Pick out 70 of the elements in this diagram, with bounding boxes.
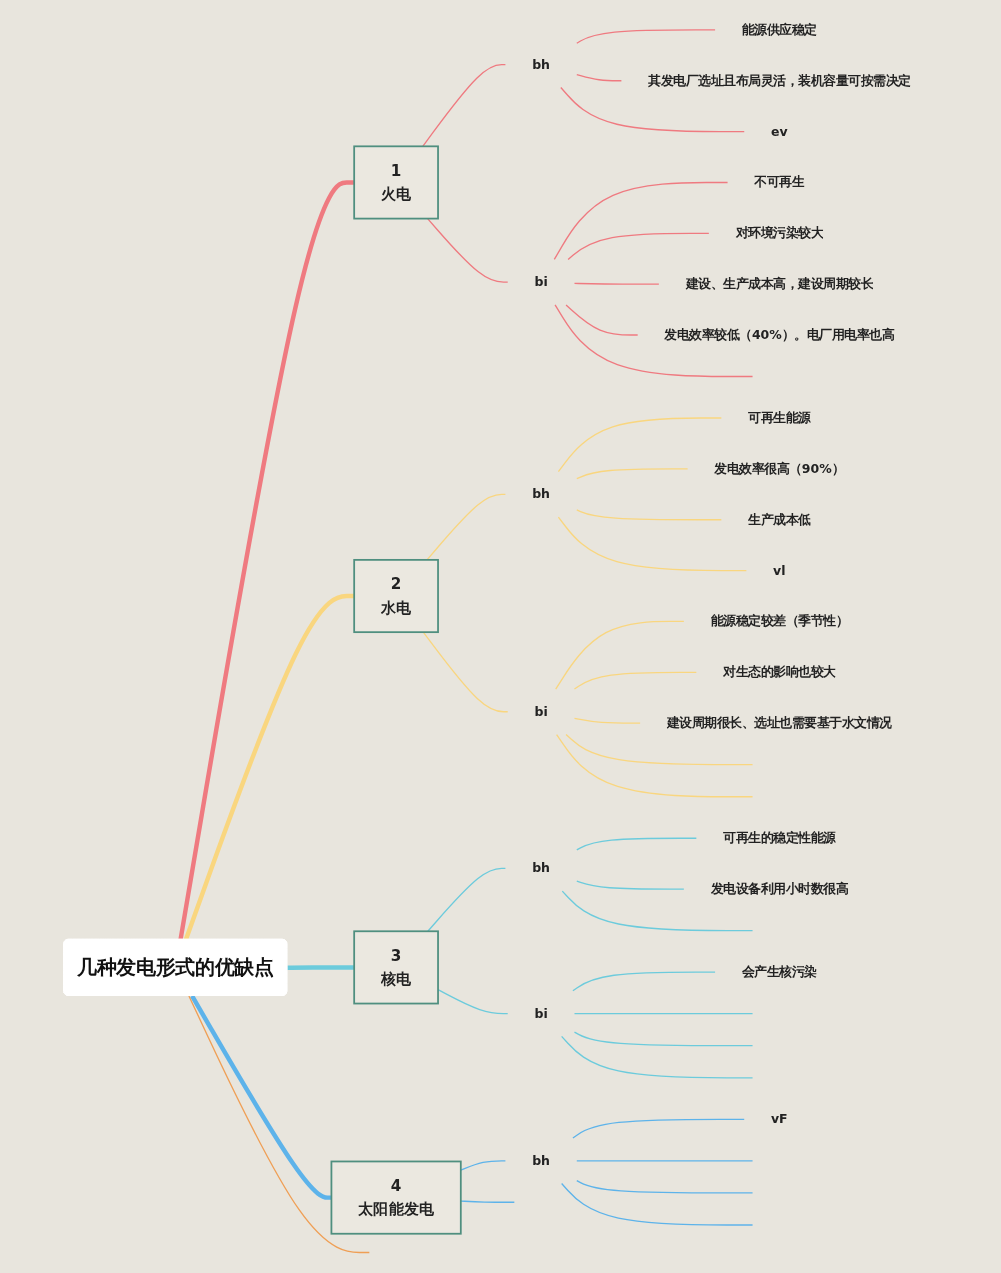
central-topic: 几种发电形式的优缺点 xyxy=(63,938,288,996)
branch-text: bh xyxy=(532,57,550,72)
branch-text: 不可再生 xyxy=(754,174,805,190)
topic-box: 4 太阳能发电 xyxy=(330,1160,462,1235)
branch-line xyxy=(553,181,729,261)
branch-line xyxy=(555,733,754,798)
branch-text: 其发电厂选址且布局灵活，装机容量可按需决定 xyxy=(648,73,911,88)
branch-line xyxy=(554,304,754,378)
branch-text: bi xyxy=(534,1006,548,1021)
branch-text: 建设、生产成本高，建设周期较长 xyxy=(685,276,873,291)
branch-line xyxy=(565,733,754,766)
branch-text: 生产成本低 xyxy=(748,512,811,527)
topic-box: 2 水电 xyxy=(353,559,439,634)
branch-line xyxy=(460,1200,515,1203)
branch-text: 能源稳定较差（季节性） xyxy=(710,613,849,629)
branch-line xyxy=(557,516,747,572)
branch-line xyxy=(426,493,507,561)
branch-line xyxy=(190,994,332,1200)
branch-text: 能源供应稳定 xyxy=(741,22,817,37)
branch-line xyxy=(576,29,716,44)
branch-line xyxy=(573,671,697,690)
branch-text: bh xyxy=(532,860,550,876)
branch-line xyxy=(178,180,355,941)
branch-text: bi xyxy=(534,274,548,289)
branch-text: 对环境污染较大 xyxy=(735,225,824,240)
branch-text: 对生态的影响也较大 xyxy=(723,664,836,679)
branch-text: 发电效率很高（90%） xyxy=(714,461,845,476)
branch-text: 发电效率较低（40%）。电厂用电率也高 xyxy=(664,327,895,342)
branch-line xyxy=(576,73,623,82)
branch-line xyxy=(573,1012,754,1015)
branch-line xyxy=(422,631,509,713)
branch-text: 可再生能源 xyxy=(748,410,811,425)
topic-box: 1 火电 xyxy=(353,145,439,220)
branch-line xyxy=(460,1160,507,1171)
branch-line xyxy=(565,304,639,336)
branch-line xyxy=(573,1031,754,1047)
branch-line xyxy=(572,971,716,992)
branch-text: vF xyxy=(771,1111,788,1126)
branch-line xyxy=(560,1035,754,1079)
branch-text: 建设周期很长、选址也需要基于水文情况 xyxy=(666,715,892,730)
branch-line xyxy=(426,217,509,283)
branch-line xyxy=(576,468,689,480)
branch-line xyxy=(427,867,507,932)
branch-line xyxy=(576,509,722,521)
branch-line xyxy=(188,995,370,1254)
branch-line xyxy=(576,837,697,851)
branch-text: 可再生的稳定性能源 xyxy=(723,830,836,845)
branch-text: 发电设备利用小时数很高 xyxy=(710,881,849,896)
branch-line xyxy=(183,593,355,941)
branch-line xyxy=(287,965,355,971)
branch-line xyxy=(560,86,745,133)
branch-line xyxy=(573,717,641,724)
branch-line xyxy=(567,232,710,261)
branch-text: ev xyxy=(771,124,788,139)
branch-line xyxy=(572,1118,745,1139)
branch-line xyxy=(576,1160,754,1162)
branch-line xyxy=(576,1179,754,1194)
branch-text: bi xyxy=(534,704,548,719)
branch-text: bh xyxy=(532,1153,550,1168)
branch-line xyxy=(557,417,722,473)
branch-text: 会产生核污染 xyxy=(741,964,817,979)
branch-line xyxy=(561,890,754,932)
branch-line xyxy=(422,64,507,147)
branch-line xyxy=(555,620,685,690)
branch-text: bh xyxy=(532,486,550,501)
branch-line xyxy=(576,880,685,890)
topic-box: 3 核电 xyxy=(353,930,439,1005)
branch-text: vl xyxy=(773,563,786,578)
branch-line xyxy=(560,1182,754,1226)
branch-line xyxy=(573,282,660,285)
